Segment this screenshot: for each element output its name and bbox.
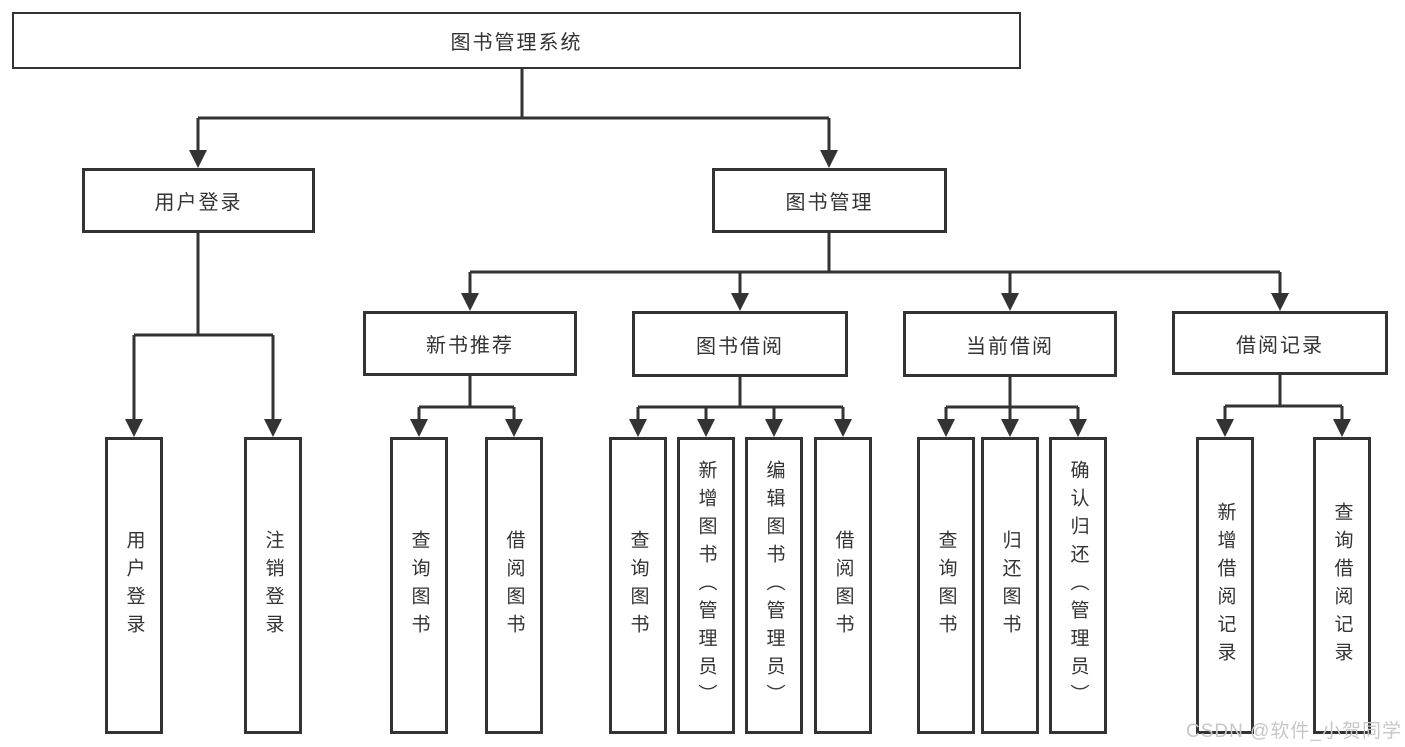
arrowhead: [697, 419, 715, 437]
connector-root-to-level2: [196, 69, 831, 150]
arrowhead: [765, 419, 783, 437]
arrowhead: [264, 419, 282, 437]
node-new-book-recommendation: 新书推荐: [363, 311, 577, 376]
arrowhead: [1271, 293, 1289, 311]
leaf-borrow-books: 借阅图书: [814, 437, 872, 734]
leaf-query-books-borrow-label: 查询图书: [627, 529, 649, 642]
node-user-login-label: 用户登录: [154, 192, 243, 214]
connector-newbook-to-leaves: [417, 376, 516, 419]
leaf-query-borrow-record-label: 查询借阅记录: [1331, 501, 1353, 670]
connector-lines: [132, 69, 1344, 419]
leaf-logout: 注销登录: [244, 437, 302, 734]
leaf-logout-label: 注销登录: [262, 529, 284, 642]
connector-bookborrow-to-leaves: [636, 377, 845, 419]
leaf-query-borrow-record: 查询借阅记录: [1313, 437, 1371, 734]
arrowhead: [834, 419, 852, 437]
arrowhead: [410, 419, 428, 437]
connector-borrowrec-to-leaves: [1223, 375, 1344, 419]
csdn-watermark: CSDN @软件_小贺同学: [1186, 721, 1402, 742]
arrowhead: [820, 150, 838, 168]
node-root: 图书管理系统: [12, 12, 1021, 69]
leaf-add-borrow-record: 新增借阅记录: [1196, 437, 1254, 734]
arrowhead: [505, 419, 523, 437]
leaf-query-books-recommend: 查询图书: [390, 437, 448, 734]
arrowhead: [937, 419, 955, 437]
node-borrowing-records-label: 借阅记录: [1236, 334, 1324, 357]
leaf-query-books-current: 查询图书: [917, 437, 975, 734]
arrowheads: [125, 150, 1351, 437]
leaf-query-books-current-label: 查询图书: [935, 529, 957, 642]
arrowhead: [1216, 419, 1234, 437]
leaf-add-borrow-record-label: 新增借阅记录: [1214, 501, 1236, 670]
arrowhead: [1001, 419, 1019, 437]
leaf-add-books-admin: 新增图书（管理员）: [677, 437, 735, 734]
leaf-return-books: 归还图书: [981, 437, 1039, 734]
leaf-query-books-borrow: 查询图书: [609, 437, 667, 734]
node-book-management: 图书管理: [712, 168, 947, 233]
arrowhead: [1069, 419, 1087, 437]
connector-bookmgmt-to-level3: [468, 233, 1282, 293]
leaf-user-login-label: 用户登录: [123, 529, 145, 642]
leaf-query-books-recommend-label: 查询图书: [408, 529, 430, 642]
arrowhead: [461, 293, 479, 311]
leaf-confirm-return-admin: 确认归还（管理员）: [1049, 437, 1107, 734]
node-book-management-label: 图书管理: [785, 192, 874, 214]
arrowhead: [1333, 419, 1351, 437]
leaf-add-books-admin-label: 新增图书（管理员）: [695, 459, 717, 712]
node-book-borrowing-label: 图书借阅: [696, 335, 784, 358]
node-new-book-recommendation-label: 新书推荐: [426, 335, 514, 357]
node-user-login: 用户登录: [82, 168, 315, 233]
arrowhead: [629, 419, 647, 437]
leaf-return-books-label: 归还图书: [999, 529, 1021, 642]
connector-userlogin-to-leaves: [132, 233, 275, 419]
leaf-edit-books-admin-label: 编辑图书（管理员）: [763, 459, 785, 712]
arrowhead: [125, 419, 143, 437]
leaf-user-login: 用户登录: [105, 437, 163, 734]
leaf-borrow-books-recommend: 借阅图书: [485, 437, 543, 734]
node-current-borrowing-label: 当前借阅: [966, 335, 1054, 358]
leaf-confirm-return-admin-label: 确认归还（管理员）: [1067, 459, 1089, 712]
connector-curborrow-to-leaves: [944, 377, 1080, 419]
node-borrowing-records: 借阅记录: [1172, 311, 1388, 375]
node-root-label: 图书管理系统: [450, 32, 583, 54]
node-book-borrowing: 图书借阅: [632, 311, 848, 377]
leaf-borrow-books-label: 借阅图书: [832, 529, 854, 642]
arrowhead: [731, 293, 749, 311]
arrowhead: [1001, 293, 1019, 311]
arrowhead: [189, 150, 207, 168]
leaf-borrow-books-recommend-label: 借阅图书: [503, 529, 525, 642]
leaf-edit-books-admin: 编辑图书（管理员）: [745, 437, 803, 734]
node-current-borrowing: 当前借阅: [903, 311, 1117, 377]
